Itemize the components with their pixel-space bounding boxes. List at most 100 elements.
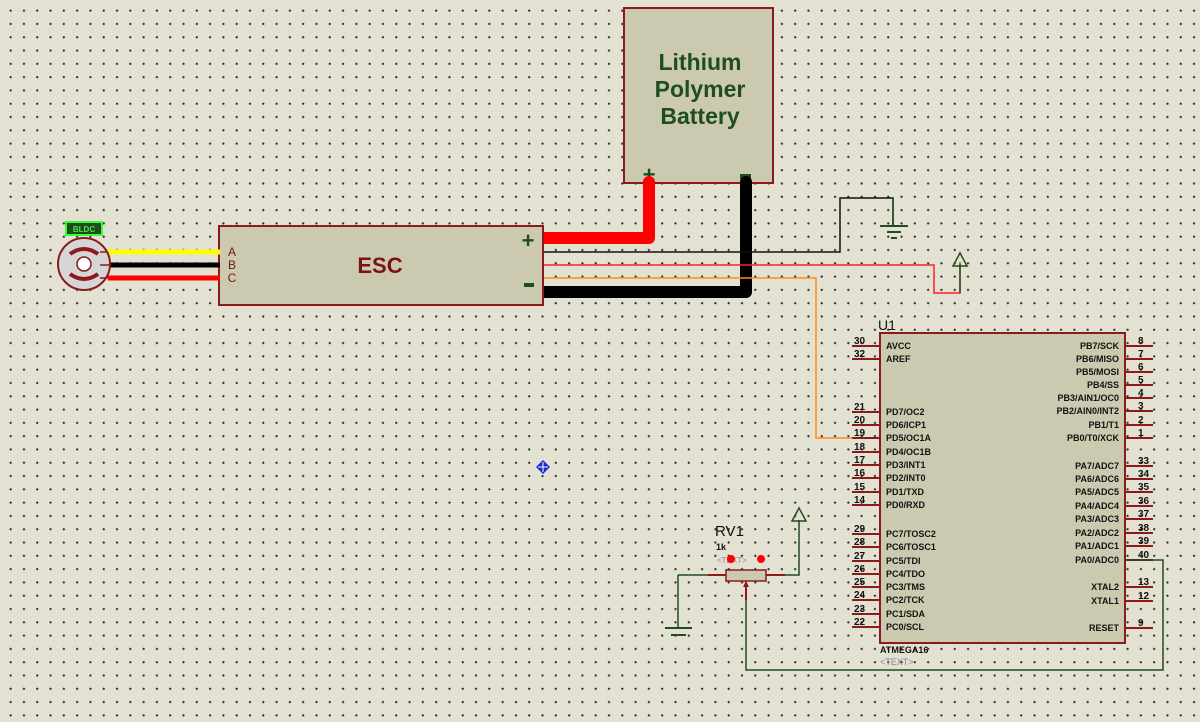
- ground-symbol: [880, 198, 908, 239]
- pin-number: 14: [854, 495, 866, 506]
- pin-number: 21: [854, 402, 866, 413]
- esc-pin-b: B: [228, 258, 236, 272]
- pin-number: 37: [1138, 509, 1150, 520]
- esc-component[interactable]: ESC A B C +: [218, 225, 544, 306]
- pin-label: PC2/TCK: [886, 595, 925, 605]
- pin-label: PD0/RXD: [886, 500, 926, 510]
- mcu-pin-pc2[interactable]: 24 PC2/TCK: [852, 590, 925, 605]
- adc-feedback-wire[interactable]: [745, 559, 1164, 671]
- bldc-motor[interactable]: BLDC: [57, 221, 111, 291]
- pin-number: 12: [1138, 591, 1150, 602]
- pot-ground-symbol: [665, 627, 692, 636]
- mcu-pin-pc7[interactable]: 29 PC7/TOSC2: [852, 524, 936, 539]
- esc-title: ESC: [357, 253, 402, 278]
- potentiometer-rv1[interactable]: RV1 1k <TEXT>: [677, 520, 800, 628]
- mcu-pin-pa5[interactable]: 35 PA5/ADC5: [1075, 482, 1153, 497]
- pin-number: 1: [1138, 428, 1144, 439]
- pin-number: 9: [1138, 618, 1144, 629]
- pin-number: 16: [854, 468, 866, 479]
- battery-body[interactable]: [623, 7, 774, 184]
- pin-number: 18: [854, 442, 866, 453]
- pot-body[interactable]: [725, 569, 767, 582]
- pin-number: 39: [1138, 536, 1150, 547]
- lipo-battery[interactable]: Lithium Polymer Battery +: [623, 7, 774, 187]
- pin-label: PC6/TOSC1: [886, 542, 936, 552]
- motor-label: BLDC: [73, 225, 95, 234]
- mcu-text-placeholder: <TEXT>: [880, 657, 914, 667]
- pin-label: PD3/INT1: [886, 460, 926, 470]
- mcu-body[interactable]: [879, 332, 1126, 644]
- pin-label: PA7/ADC7: [1075, 461, 1119, 471]
- pin-number: 24: [854, 590, 866, 601]
- pin-label: PB2/AIN0/INT2: [1056, 406, 1119, 416]
- pin-number: 13: [1138, 577, 1150, 588]
- pin-number: 5: [1138, 375, 1144, 386]
- battery-positive-wire[interactable]: [536, 176, 655, 244]
- pin-label: PC7/TOSC2: [886, 529, 936, 539]
- pot-ref: RV1: [715, 523, 744, 540]
- pin-number: 35: [1138, 482, 1150, 493]
- pin-label: PA0/ADC0: [1075, 555, 1119, 565]
- pin-number: 23: [854, 604, 866, 615]
- pin-number: 25: [854, 577, 866, 588]
- power-terminal-icon: [951, 251, 969, 293]
- pin-number: 8: [1138, 336, 1144, 347]
- mcu-ref: U1: [878, 317, 896, 333]
- esc-body[interactable]: [218, 225, 544, 306]
- pin-label: PD6/ICP1: [886, 420, 926, 430]
- battery-label-line1: Lithium: [658, 49, 741, 75]
- pin-number: 4: [1138, 388, 1144, 399]
- pin-label: PA4/ADC4: [1075, 501, 1119, 511]
- mcu-part: ATMEGA16: [880, 645, 928, 655]
- pin-number: 20: [854, 415, 866, 426]
- pin-number: 7: [1138, 349, 1144, 360]
- pot-vcc-terminal-icon: [790, 506, 808, 522]
- pin-number: 6: [1138, 362, 1144, 373]
- pin-number: 29: [854, 524, 866, 535]
- pin-number: 15: [854, 482, 866, 493]
- pot-value: 1k: [716, 542, 727, 552]
- pin-label: PA5/ADC5: [1075, 487, 1119, 497]
- mcu-pin-pd3[interactable]: 17 PD3/INT1: [852, 455, 926, 470]
- esc-signal-wire[interactable]: [543, 277, 855, 439]
- pin-number: 17: [854, 455, 866, 466]
- battery-negative-wire[interactable]: [536, 176, 752, 298]
- mcu-pin-pd6[interactable]: 20 PD6/ICP1: [852, 415, 926, 430]
- pin-number: 22: [854, 617, 866, 628]
- pin-label: PC4/TDO: [886, 569, 925, 579]
- mcu-pin-pd0[interactable]: 14 PD0/RXD: [852, 495, 926, 510]
